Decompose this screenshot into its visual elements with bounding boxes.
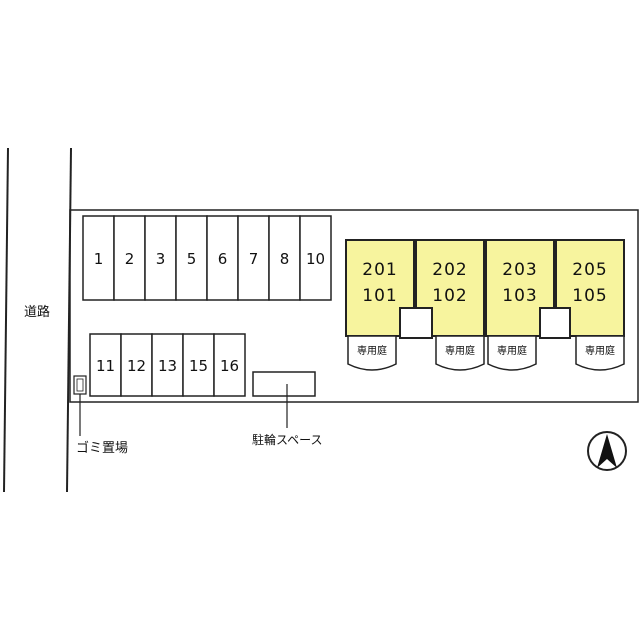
private-garden: 専用庭 <box>347 335 397 371</box>
private-garden: 専用庭 <box>435 335 485 371</box>
parking-bottom-space: 13 <box>151 333 184 397</box>
garden-outline <box>575 335 625 371</box>
garden-label: 専用庭 <box>445 344 475 357</box>
parking-space-number: 15 <box>189 357 208 375</box>
parking-space-box <box>89 333 122 397</box>
parking-space-number: 12 <box>127 357 146 375</box>
unit-103: 203 103 専用庭 <box>485 239 555 371</box>
parking-top-space: 1 <box>82 215 115 301</box>
garbage-area-inner <box>76 378 84 392</box>
parking-space-number: 7 <box>249 250 259 268</box>
parking-space-number: 10 <box>306 250 325 268</box>
unit-upper-number: 205 <box>572 260 607 280</box>
parking-top-space: 7 <box>237 215 270 301</box>
parking-bottom-space: 15 <box>182 333 215 397</box>
parking-space-box <box>82 215 115 301</box>
road-line-left <box>3 147 9 493</box>
parking-space-number: 11 <box>96 357 115 375</box>
parking-top-space: 3 <box>144 215 177 301</box>
garden-label: 専用庭 <box>357 344 387 357</box>
parking-top-space: 10 <box>299 215 332 301</box>
site-boundary <box>69 209 639 403</box>
north-arrow-icon <box>587 431 627 471</box>
garden-label: 専用庭 <box>497 344 527 357</box>
parking-space-number: 5 <box>187 250 197 268</box>
parking-space-number: 3 <box>156 250 166 268</box>
private-garden: 専用庭 <box>487 335 537 371</box>
parking-space-box <box>237 215 270 301</box>
parking-bottom-space: 16 <box>213 333 246 397</box>
building-recess <box>399 307 433 339</box>
parking-space-box <box>175 215 208 301</box>
unit-105: 205 105 専用庭 <box>555 239 625 371</box>
parking-top-space: 2 <box>113 215 146 301</box>
unit-lower-number: 103 <box>502 286 537 306</box>
parking-space-number: 8 <box>280 250 290 268</box>
parking-space-box <box>268 215 301 301</box>
parking-bottom-space: 12 <box>120 333 153 397</box>
parking-space-number: 2 <box>125 250 135 268</box>
garden-outline <box>435 335 485 371</box>
parking-top-space: 5 <box>175 215 208 301</box>
garden-outline <box>487 335 537 371</box>
parking-space-box <box>144 215 177 301</box>
parking-space-number: 13 <box>158 357 177 375</box>
unit-lower-number: 105 <box>572 286 607 306</box>
unit-upper-number: 201 <box>362 260 397 280</box>
private-garden: 専用庭 <box>575 335 625 371</box>
parking-top-space: 6 <box>206 215 239 301</box>
parking-top-space: 8 <box>268 215 301 301</box>
unit-upper-number: 203 <box>502 260 537 280</box>
unit-upper-number: 202 <box>432 260 467 280</box>
bike-label: 駐輪スペース <box>252 432 323 447</box>
parking-row-top: 1 2 3 5 6 7 8 10 <box>82 215 332 301</box>
building-recess <box>539 307 571 339</box>
parking-space-box <box>299 215 332 301</box>
parking-row-bottom: 11 12 13 15 16 <box>89 333 246 397</box>
unit-102: 202 102 専用庭 <box>415 239 485 371</box>
apartment-building: 201 101 専用庭 202 102 専用庭 203 103 専用庭 205 105 専用庭 <box>345 239 625 371</box>
road-label: 道路 <box>24 304 50 320</box>
unit-lower-number: 102 <box>432 286 467 306</box>
garden-label: 専用庭 <box>585 344 615 357</box>
parking-space-number: 6 <box>218 250 228 268</box>
bike-area <box>252 371 316 397</box>
parking-bottom-space: 11 <box>89 333 122 397</box>
road-line-right <box>66 147 72 493</box>
garden-outline <box>347 335 397 371</box>
unit-101: 201 101 専用庭 <box>345 239 415 371</box>
unit-lower-number: 101 <box>362 286 397 306</box>
parking-space-number: 16 <box>220 357 239 375</box>
parking-space-box <box>213 333 246 397</box>
parking-space-number: 1 <box>94 250 104 268</box>
parking-space-box <box>151 333 184 397</box>
garbage-label: ゴミ置場 <box>76 440 128 456</box>
